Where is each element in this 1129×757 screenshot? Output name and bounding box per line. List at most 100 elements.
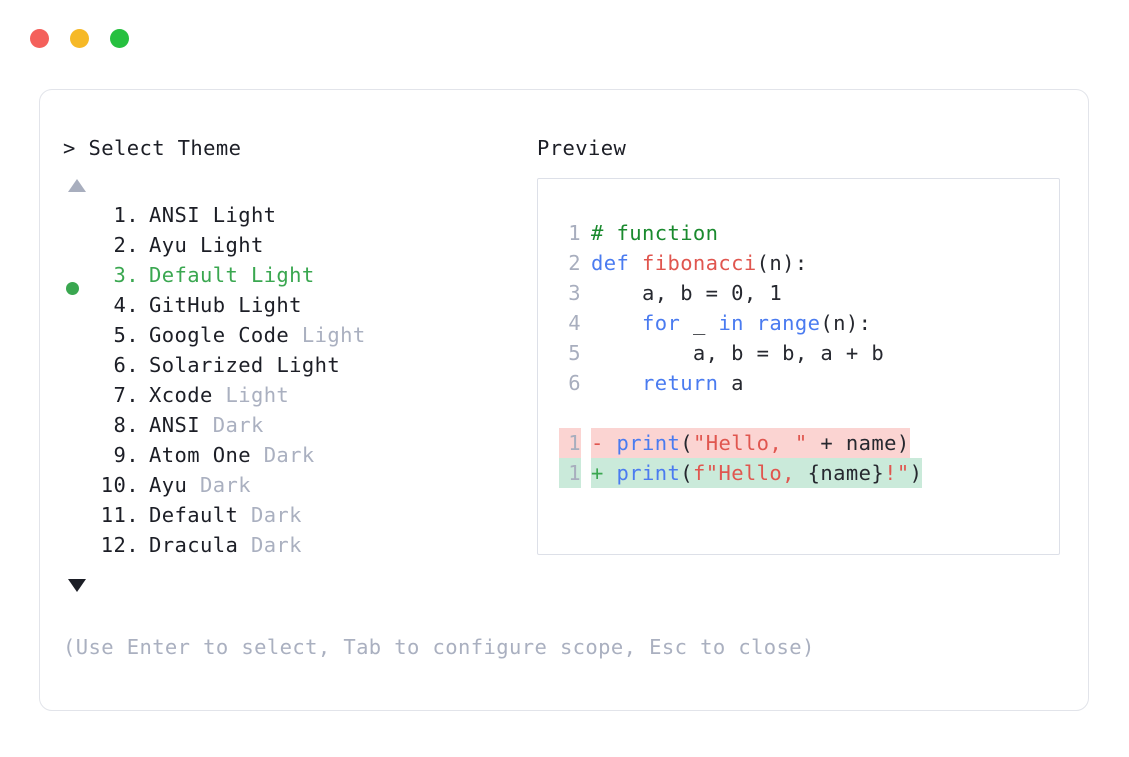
spacer: [604, 431, 617, 455]
code-token: + name): [807, 430, 910, 455]
code-token: !": [884, 460, 910, 485]
panels-container: > Select Theme 1.ANSI Light 2.Ayu Light …: [40, 90, 1088, 610]
code-line: 1# function: [559, 218, 922, 248]
theme-list-item[interactable]: 7.Xcode Light: [63, 383, 523, 413]
spacer: [213, 383, 226, 407]
theme-item-variant: Light: [301, 322, 366, 347]
line-number: 2: [568, 250, 581, 275]
theme-list-item[interactable]: 5. Google Code Light: [63, 323, 523, 353]
theme-item-index: 8.: [100, 412, 139, 437]
code-token: f"Hello,: [692, 460, 808, 485]
code-token: for: [641, 310, 681, 335]
select-theme-prompt: > Select Theme: [63, 136, 242, 160]
theme-list-item[interactable]: 9.Atom One Dark: [63, 443, 523, 473]
spacer: [604, 461, 617, 485]
code-token: # function: [591, 220, 719, 245]
theme-item-index: 12.: [100, 532, 139, 557]
theme-list-item[interactable]: 12.Dracula Dark: [63, 533, 523, 563]
code-token: (: [680, 430, 693, 455]
diff-marker: -: [591, 430, 604, 455]
theme-item-name: ANSI: [149, 202, 200, 227]
code-line-content: for _ in range(n):: [591, 308, 871, 338]
theme-item-variant: Light: [225, 382, 290, 407]
code-token: (n):: [820, 310, 872, 335]
code-token: a, b = 0, 1: [591, 280, 783, 305]
spacer: [251, 443, 264, 467]
theme-item-name: Dracula: [149, 532, 239, 557]
theme-item-variant: Dark: [199, 472, 251, 497]
theme-list-panel: > Select Theme 1.ANSI Light 2.Ayu Light …: [63, 135, 523, 592]
theme-item-index: 6.: [100, 352, 139, 377]
triangle-down-icon[interactable]: [68, 578, 86, 592]
code-line-content: a, b = b, a + b: [591, 338, 884, 368]
window-traffic-lights: [30, 29, 129, 48]
triangle-up-icon[interactable]: [68, 178, 86, 192]
spacer: [238, 263, 251, 287]
diff-line-content: + print(f"Hello, {name}!"): [591, 457, 923, 488]
theme-item-index: 4.: [100, 292, 139, 317]
code-token: {name}: [807, 460, 885, 485]
theme-item-index: 1.: [100, 202, 139, 227]
keyboard-hint: (Use Enter to select, Tab to configure s…: [63, 635, 815, 659]
theme-list-item[interactable]: 10. Ayu Dark: [63, 473, 523, 503]
line-number: 3: [568, 280, 581, 305]
spacer: [200, 413, 213, 437]
theme-list-item[interactable]: 11.Default Dark: [63, 503, 523, 533]
spacer: [200, 203, 213, 227]
maximize-button[interactable]: [110, 29, 129, 48]
code-line-content: def fibonacci(n):: [591, 248, 808, 278]
code-token: (n):: [756, 250, 808, 275]
spacer: [238, 533, 251, 557]
line-number: 4: [568, 310, 581, 335]
theme-item-name: Solarized: [149, 352, 264, 377]
theme-list-item[interactable]: 4.GitHub Light: [63, 293, 523, 323]
code-token: a, b = b, a + b: [591, 340, 885, 365]
spacer: [289, 323, 302, 347]
diff-marker: +: [591, 460, 604, 485]
code-token: def: [591, 250, 642, 275]
code-line: 5 a, b = b, a + b: [559, 338, 922, 368]
theme-list-item[interactable]: 6.Solarized Light: [63, 353, 523, 383]
code-token: _: [680, 310, 719, 335]
theme-item-variant: Dark: [263, 442, 315, 467]
theme-list-item[interactable]: 1.ANSI Light: [63, 203, 523, 233]
code-token: fibonacci: [641, 250, 757, 275]
close-button[interactable]: [30, 29, 49, 48]
theme-item-name: Google Code: [149, 322, 290, 347]
theme-item-index: 5.: [100, 322, 139, 347]
diff-line-number: 1: [559, 427, 581, 458]
code-token: print: [616, 430, 681, 455]
theme-item-name: Default: [149, 502, 239, 527]
code-line-content: # function: [591, 218, 718, 248]
line-number: 5: [568, 340, 581, 365]
theme-item-variant: Light: [238, 292, 302, 317]
theme-item-name: ANSI: [149, 412, 200, 437]
theme-list-item[interactable]: 8.ANSI Dark: [63, 413, 523, 443]
code-token: ): [909, 460, 923, 485]
code-spacer: [559, 398, 922, 428]
code-token: "Hello, ": [692, 430, 808, 455]
theme-list-item[interactable]: 2. Ayu Light: [63, 233, 523, 263]
diff-line-number: 1: [559, 457, 581, 488]
theme-item-index: 11.: [100, 502, 139, 527]
theme-list-item[interactable]: 3.Default Light: [63, 262, 523, 295]
code-token: (: [680, 460, 693, 485]
theme-item-index: 2.: [100, 232, 139, 257]
theme-list: 1.ANSI Light 2.Ayu Light 3.Default Light…: [63, 203, 523, 563]
theme-item-index: 10.: [100, 472, 139, 497]
code-token: in range: [718, 310, 821, 335]
spacer: [238, 503, 251, 527]
code-token: [591, 371, 642, 395]
spacer: [264, 353, 277, 377]
theme-item-name: Ayu: [149, 472, 188, 497]
theme-item-variant: Light: [250, 262, 315, 287]
theme-item-index: 3.: [100, 262, 139, 287]
code-line-content: return a: [591, 368, 744, 398]
theme-item-name: Ayu: [149, 232, 188, 257]
theme-item-variant: Light: [199, 232, 264, 257]
minimize-button[interactable]: [70, 29, 89, 48]
line-number: 6: [568, 370, 581, 395]
theme-item-index: 7.: [100, 382, 139, 407]
